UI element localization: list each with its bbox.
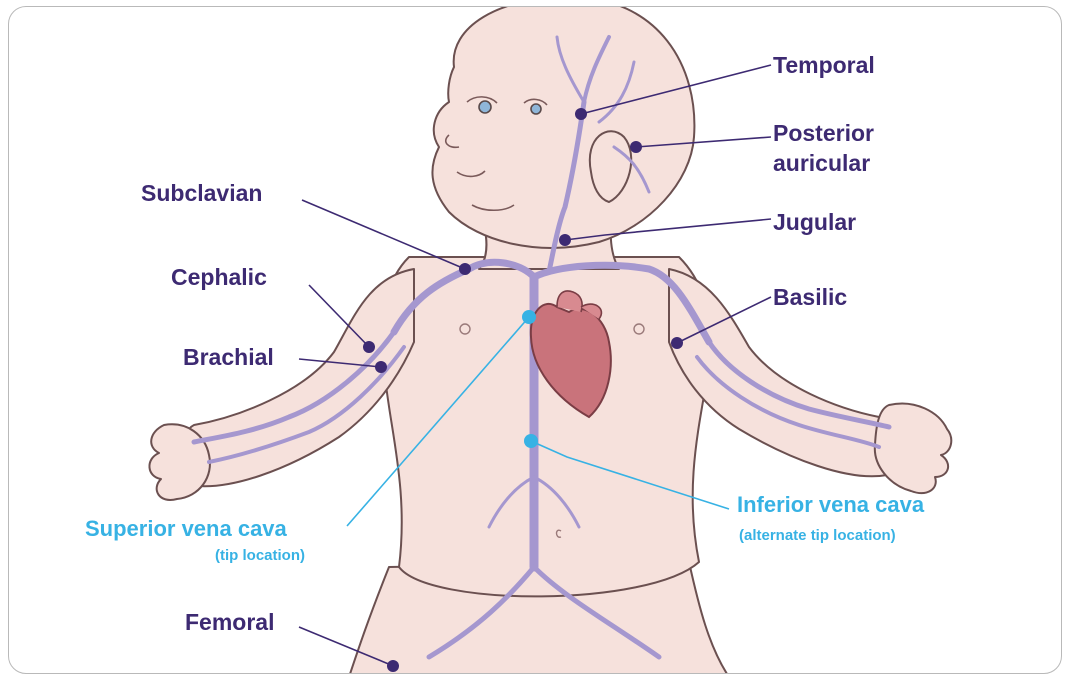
label-brachial: Brachial bbox=[183, 345, 274, 369]
infant-illustration bbox=[9, 7, 1061, 673]
superior-vena-cava-marker bbox=[522, 310, 536, 324]
label-superior-vena-cava: Superior vena cava bbox=[85, 517, 287, 540]
basilic-marker bbox=[671, 337, 683, 349]
brachial-marker bbox=[375, 361, 387, 373]
subclavian-marker bbox=[459, 263, 471, 275]
label-femoral: Femoral bbox=[185, 610, 274, 634]
label-subclavian: Subclavian bbox=[141, 181, 262, 205]
diagram-frame: Temporal Posterior auricular Jugular Sub… bbox=[8, 6, 1062, 674]
jugular-marker bbox=[559, 234, 571, 246]
temporal-marker bbox=[575, 108, 587, 120]
inferior-vena-cava-marker bbox=[524, 434, 538, 448]
label-basilic: Basilic bbox=[773, 285, 847, 309]
label-inferior-vena-cava-note: (alternate tip location) bbox=[739, 528, 896, 544]
cephalic-marker bbox=[363, 341, 375, 353]
label-cephalic: Cephalic bbox=[171, 265, 267, 289]
label-posterior-auricular-line2: auricular bbox=[773, 151, 870, 175]
label-jugular: Jugular bbox=[773, 210, 856, 234]
label-inferior-vena-cava: Inferior vena cava bbox=[737, 493, 924, 516]
posterior-auricular-marker bbox=[630, 141, 642, 153]
label-temporal: Temporal bbox=[773, 53, 875, 77]
label-superior-vena-cava-note: (tip location) bbox=[215, 548, 305, 564]
label-posterior-auricular-line1: Posterior bbox=[773, 121, 874, 145]
femoral-marker bbox=[387, 660, 399, 672]
